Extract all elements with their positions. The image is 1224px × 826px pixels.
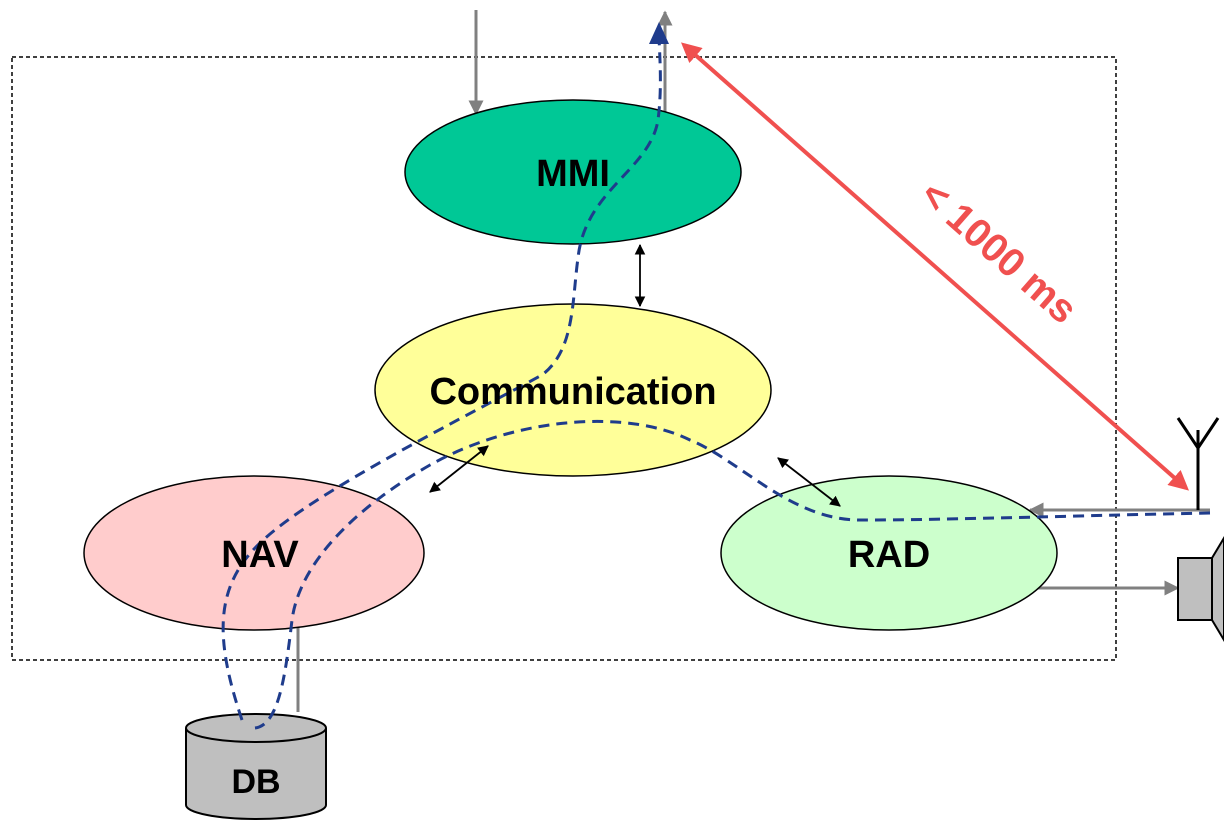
data-flow-arrowhead [649, 22, 669, 44]
antenna-icon [1176, 417, 1220, 510]
nav-node [83, 475, 425, 631]
mmi-label: MMI [536, 153, 610, 195]
communication-label: Communication [429, 371, 716, 413]
communication-nav-arrow [429, 445, 489, 493]
db-label: DB [231, 763, 280, 801]
latency-arrow [681, 42, 1189, 491]
data-flow-path-antenna-to-db [254, 419, 1211, 730]
speaker-icon [1177, 536, 1224, 642]
latency-label: < 1000 ms [912, 172, 1085, 332]
rad-label: RAD [848, 534, 930, 576]
nav-label: NAV [221, 534, 299, 576]
